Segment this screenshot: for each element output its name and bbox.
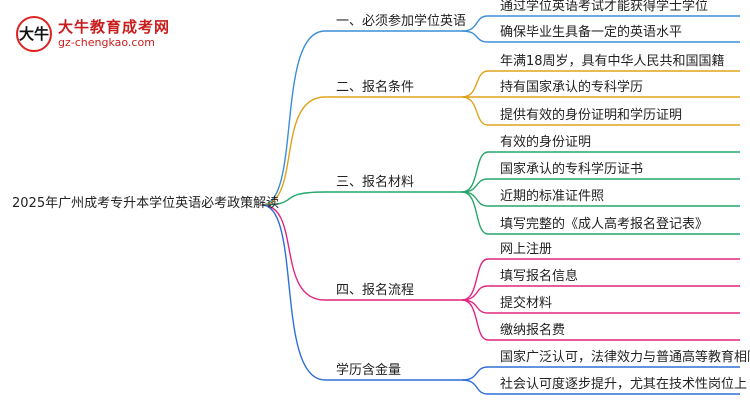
leaf-label: 近期的标准证件照 [500,189,605,204]
leaf-label: 网上注册 [500,242,553,257]
branch-label: 学历含金量 [336,363,402,378]
branch-connector [261,30,326,206]
leaf-label: 年满18周岁，具有中华人民共和国国籍 [500,54,725,69]
leaf-label: 通过学位英语考试才能获得学士学位 [500,0,709,14]
leaf-label: 填写报名信息 [500,269,579,284]
leaf-label: 提交材料 [500,296,553,311]
branch-label: 二、报名条件 [336,80,415,95]
site-logo[interactable]: 大牛 大牛教育成考网 gz-chengkao.com [8,14,171,54]
leaf-connector [461,191,489,235]
branch-connector [261,191,326,206]
leaf-connector [461,96,489,126]
leaf-label: 确保毕业生具备一定的英语水平 [500,25,683,40]
branch-label: 三、报名材料 [336,175,415,190]
leaf-connector [461,366,489,381]
branch-label: 一、必须参加学位英语 [336,14,467,29]
leaf-label: 填写完整的《成人高考报名登记表》 [500,217,709,232]
leaf-connector [461,151,489,193]
leaf-label: 国家广泛认可，法律效力与普通高等教育相同 [500,350,750,365]
branch-connector [261,96,326,206]
leaf-connector [461,379,489,395]
branch-connector [261,204,326,301]
leaf-connector [461,178,489,193]
leaf-label: 缴纳报名费 [500,323,566,338]
logo-mark-icon: 大牛 [16,16,52,52]
leaf-label: 国家承认的专科学历证书 [500,162,644,177]
leaf-label: 社会认可度逐步提升，尤其在技术性岗位上 [500,377,748,392]
mindmap-root: 2025年广州成考专升本学位英语必考政策解读 [12,196,280,211]
leaf-connector [461,191,489,207]
leaf-connector [461,285,489,301]
logo-name: 大牛教育成考网 [58,18,171,36]
logo-url: gz-chengkao.com [58,36,155,49]
leaf-connector [461,70,489,98]
leaf-label: 持有国家承认的专科学历 [500,80,644,95]
leaf-connector [461,299,489,341]
leaf-label: 有效的身份证明 [500,135,592,150]
leaf-connector [461,299,489,314]
branch-connector [261,204,326,381]
branch-label: 四、报名流程 [336,283,415,298]
leaf-connector [461,30,489,43]
leaf-label: 提供有效的身份证明和学历证明 [500,108,683,123]
leaf-connector [461,258,489,301]
